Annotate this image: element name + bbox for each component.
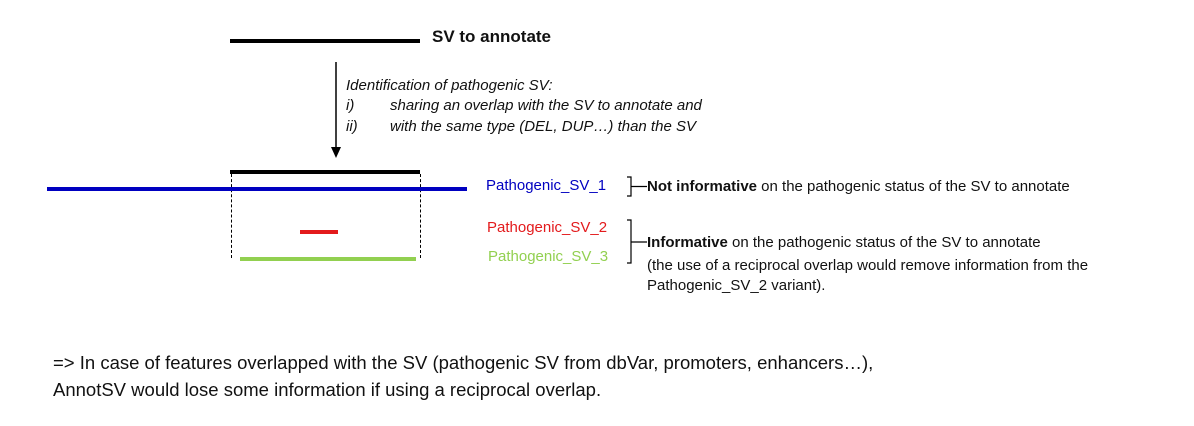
- identification-item-2-text: with the same type (DEL, DUP…) than the …: [390, 118, 696, 135]
- pathogenic-sv-3-bar: [240, 257, 416, 261]
- conclusion-line-1: => In case of features overlapped with t…: [53, 352, 874, 373]
- pathogenic-sv-3-label: Pathogenic_SV_3: [488, 248, 609, 265]
- sv-title: SV to annotate: [432, 27, 552, 46]
- bracket-not-informative: [627, 176, 647, 197]
- sv-to-annotate-bar: [230, 39, 420, 43]
- down-arrow-icon: [331, 62, 341, 158]
- identification-item-2: ii) with the same type (DEL, DUP…) than t…: [346, 117, 696, 137]
- informative-rest: on the pathogenic status of the SV to an…: [727, 234, 1041, 251]
- not-informative-annotation: Not informative on the pathogenic status…: [647, 177, 1070, 196]
- bracket-informative: [627, 219, 647, 264]
- identification-item-2-num: ii): [346, 118, 358, 135]
- informative-line-2: (the use of a reciprocal overlap would r…: [647, 257, 1089, 274]
- pathogenic-sv-1-bar: [47, 187, 467, 191]
- identification-item-1-num: i): [346, 97, 355, 114]
- informative-annotation: Informative on the pathogenic status of …: [647, 233, 1041, 252]
- identification-item-1: i) sharing an overlap with the SV to anno…: [346, 96, 702, 116]
- pathogenic-sv-2-label: Pathogenic_SV_2: [487, 219, 608, 236]
- pathogenic-sv-1-label: Pathogenic_SV_1: [486, 177, 607, 194]
- not-informative-bold: Not informative: [647, 178, 758, 195]
- not-informative-rest: on the pathogenic status of the SV to an…: [757, 178, 1070, 195]
- identification-heading: Identification of pathogenic SV:: [346, 77, 553, 94]
- left-boundary-guide: [231, 174, 232, 258]
- pathogenic-sv-2-bar: [300, 230, 338, 234]
- conclusion-line-2: AnnotSV would lose some information if u…: [53, 379, 602, 400]
- identification-item-1-text: sharing an overlap with the SV to annota…: [390, 97, 702, 114]
- reference-sv-bar: [230, 170, 420, 174]
- right-boundary-guide: [420, 174, 421, 258]
- informative-line-3: Pathogenic_SV_2 variant).: [647, 277, 826, 294]
- informative-bold: Informative: [647, 234, 728, 251]
